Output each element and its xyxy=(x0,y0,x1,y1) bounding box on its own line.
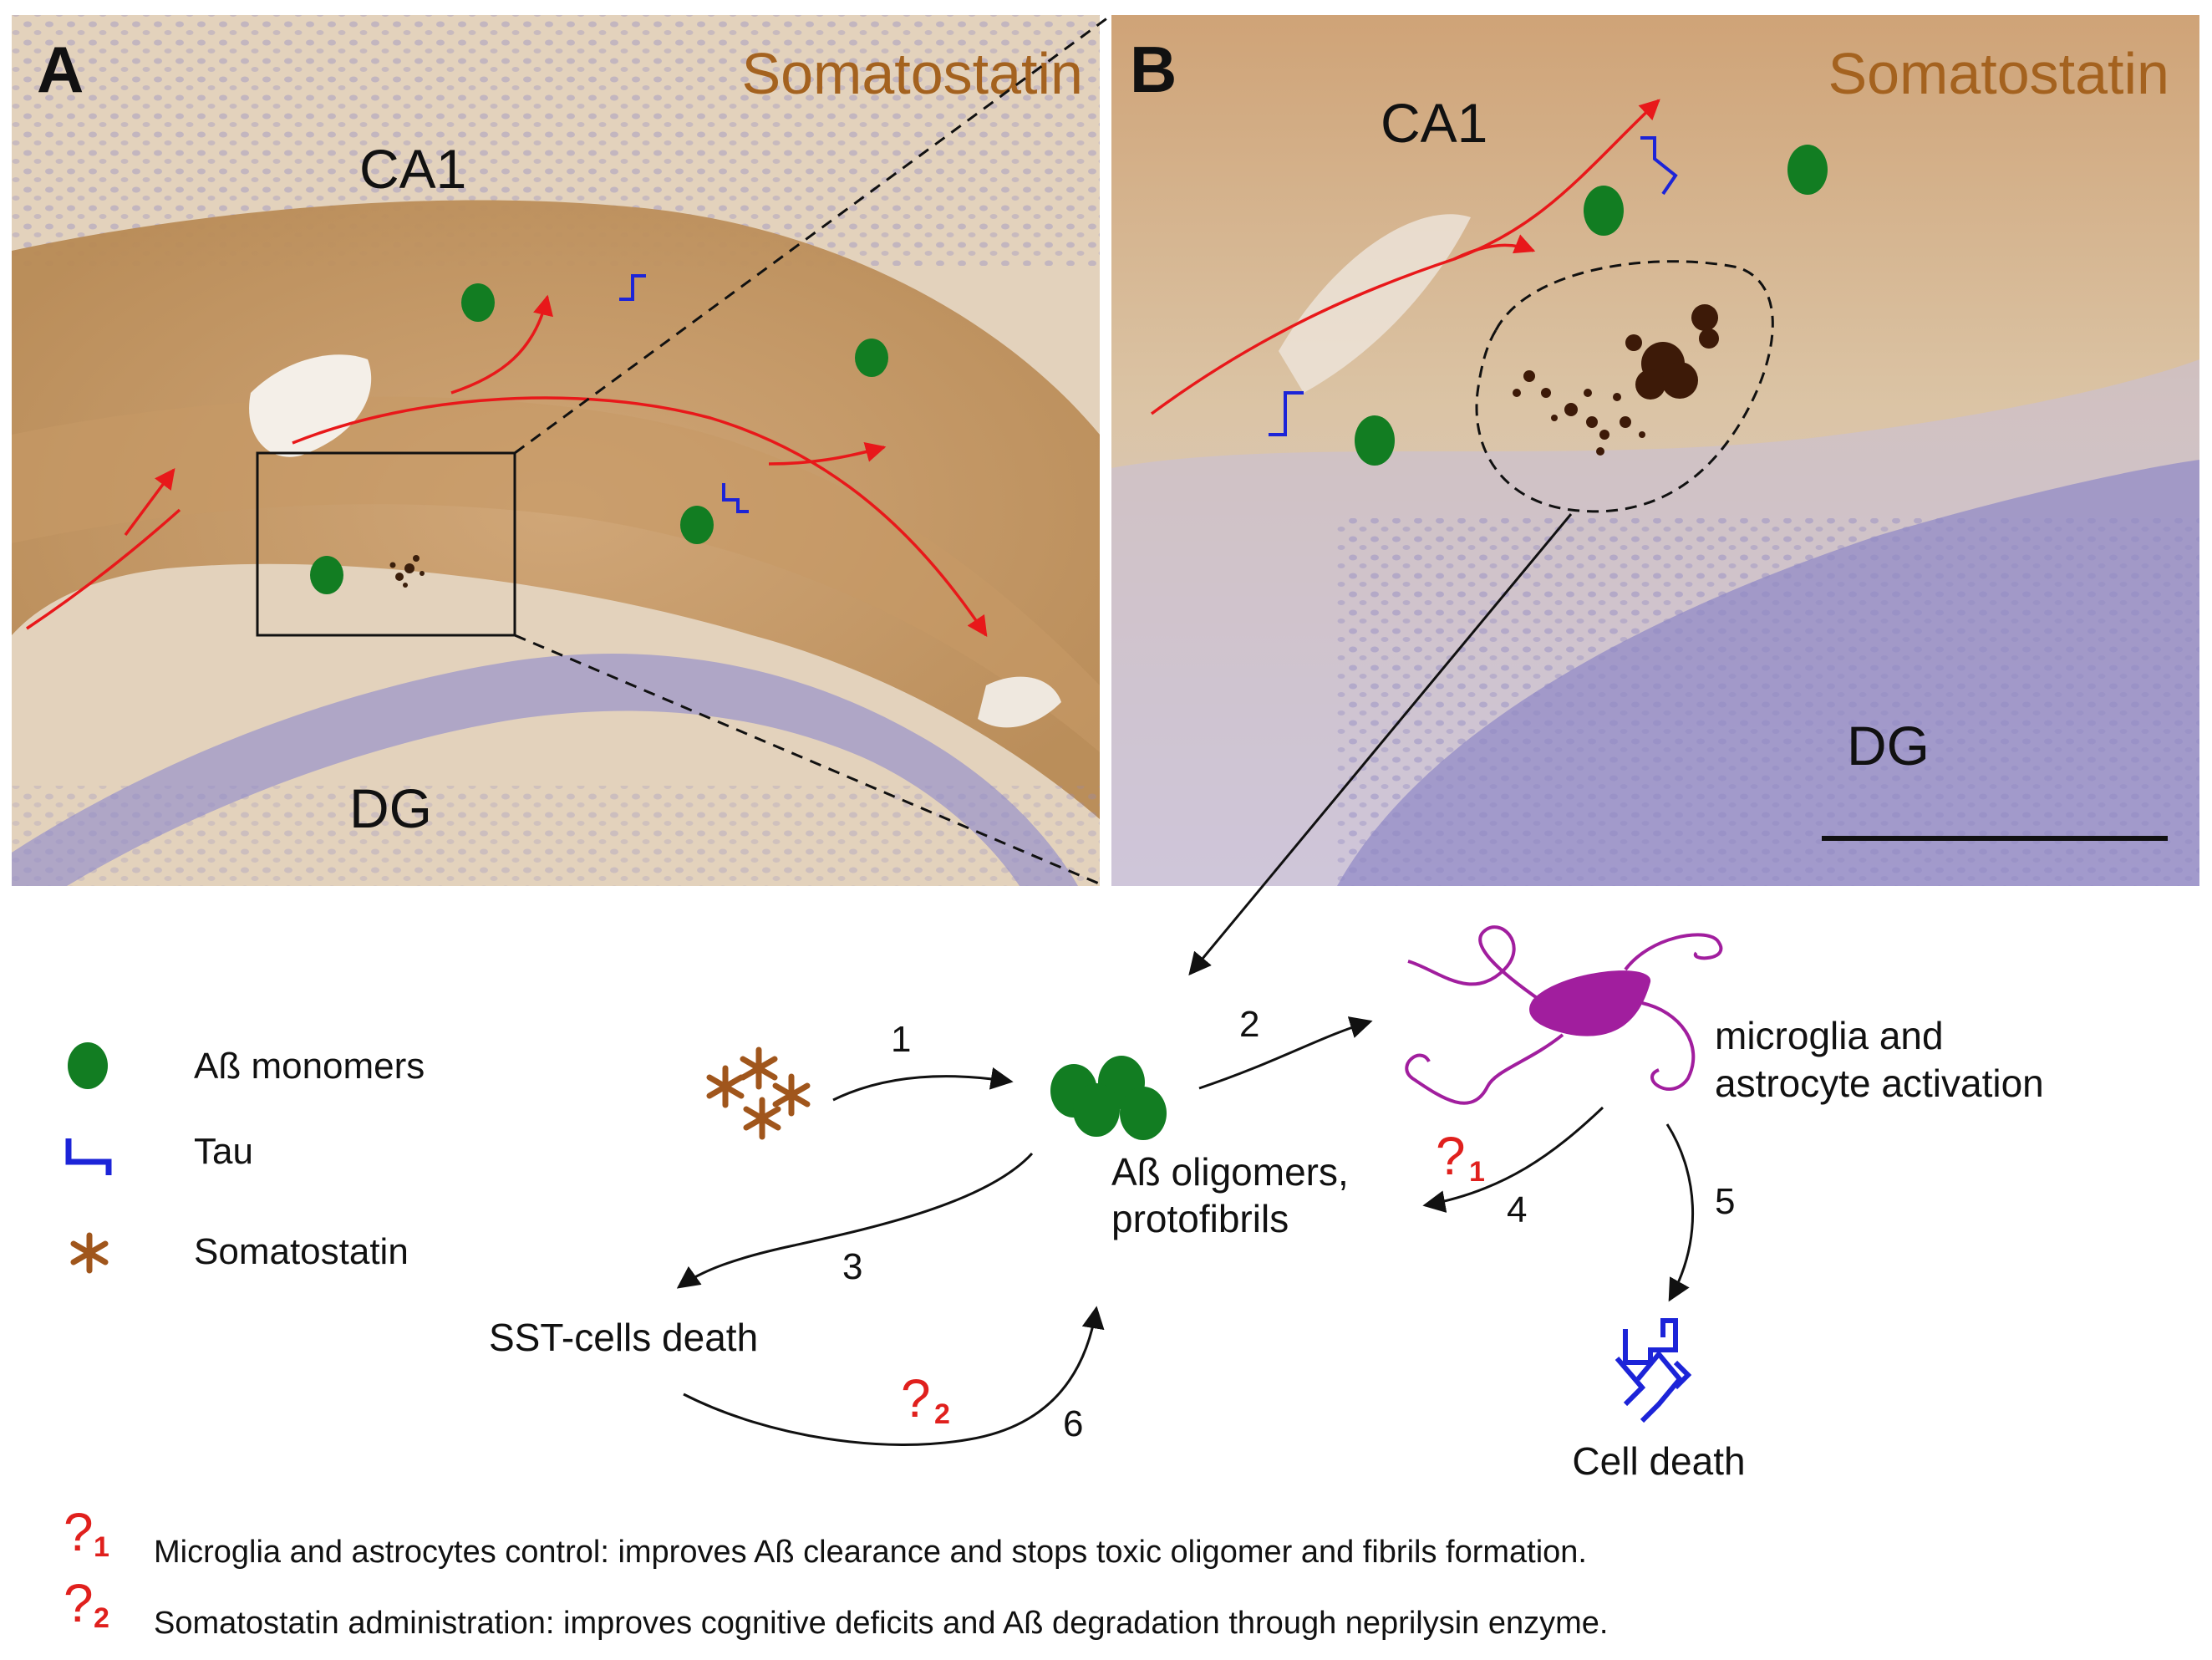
panel-a-inner-band xyxy=(12,396,1100,752)
footnote-1-mark: ? xyxy=(64,1502,94,1562)
panel-b-tau-icon xyxy=(1640,136,1678,196)
panel-a-ca1-label: CA1 xyxy=(359,138,466,200)
panel-a: A Somatostatin CA1 DG xyxy=(12,15,1100,886)
panel-b-stain-title: Somatostatin xyxy=(1828,41,2169,106)
panel-a-plaque xyxy=(389,555,425,588)
panel-a-tau-icon xyxy=(722,483,749,513)
panel-a-dg-granule-layer xyxy=(12,654,1078,886)
mechanism-diagram: Aß oligomers, protofibrils microglia and… xyxy=(489,925,2044,1483)
oligomer-cluster-icon xyxy=(1050,1056,1167,1140)
arrow-1 xyxy=(832,1067,1014,1102)
arrow-2 xyxy=(1198,1016,1373,1090)
footnote-1-sub: 1 xyxy=(94,1531,109,1563)
zoom-line-bottom xyxy=(514,634,1106,888)
panel-b-red-arrow-branch xyxy=(1453,234,1536,261)
legend-tau-label: Tau xyxy=(194,1131,253,1172)
step-4: 4 xyxy=(1507,1189,1527,1230)
panel-a-tau-icon xyxy=(619,274,646,301)
panel-a-dg-label: DG xyxy=(349,777,432,839)
panel-a-vessel-2 xyxy=(978,676,1061,728)
panel-a-red-path-entry xyxy=(26,508,181,630)
step-1: 1 xyxy=(891,1019,911,1060)
legend: Aß monomers Tau Somatostatin xyxy=(65,1042,425,1274)
question-1-sub: 1 xyxy=(1469,1156,1485,1188)
panel-b-monomer xyxy=(1584,186,1624,236)
panel-a-nuclei-bottom xyxy=(12,786,1100,886)
tau-tangle-icon xyxy=(1615,1318,1692,1423)
panel-a-inset-box xyxy=(256,451,516,637)
panel-a-red-arrow-branch xyxy=(768,441,887,466)
panel-a-monomer xyxy=(310,556,343,594)
footnote-2-sub: 2 xyxy=(94,1602,109,1634)
panel-a-stain-title: Somatostatin xyxy=(741,41,1083,106)
panel-a-monomer xyxy=(680,506,714,544)
oligomers-label-line2: protofibrils xyxy=(1111,1197,1289,1240)
panel-a-monomer xyxy=(461,283,495,322)
question-2-mark: ? xyxy=(901,1368,931,1428)
cell-death-label: Cell death xyxy=(1572,1439,1745,1483)
footnotes: ? 1 Microglia and astrocytes control: im… xyxy=(64,1502,1608,1641)
panel-b-monomer xyxy=(1355,415,1395,466)
oligomers-label-line1: Aß oligomers, xyxy=(1111,1150,1349,1194)
question-1-mark: ? xyxy=(1436,1126,1466,1186)
panel-a-red-arrow-main xyxy=(292,396,988,638)
legend-tau-icon xyxy=(65,1138,112,1175)
microglia-icon xyxy=(1405,925,1723,1105)
step-3: 3 xyxy=(842,1246,862,1287)
arrow-4 xyxy=(1422,1106,1604,1213)
panel-b-ca1-label: CA1 xyxy=(1381,92,1487,154)
legend-monomer-icon xyxy=(68,1042,108,1089)
panel-b-label: B xyxy=(1130,33,1177,106)
panel-b-dg-label: DG xyxy=(1847,715,1930,777)
step-6: 6 xyxy=(1063,1403,1083,1444)
plaque-to-oligomers-arrow xyxy=(1188,513,1573,976)
footnote-1-text: Microglia and astrocytes control: improv… xyxy=(154,1535,1587,1570)
panel-b-red-arrow-up xyxy=(1150,99,1660,415)
panel-b-vessel xyxy=(1279,214,1471,393)
arrow-6 xyxy=(683,1306,1105,1446)
step-2: 2 xyxy=(1239,1004,1259,1045)
arrow-5 xyxy=(1665,1123,1695,1302)
glia-label-line1: microglia and xyxy=(1715,1014,1944,1057)
step-5: 5 xyxy=(1715,1181,1735,1222)
panel-b-nuclei xyxy=(1337,518,2199,886)
panel-b-monomer xyxy=(1787,145,1828,195)
panel-b-tau-icon xyxy=(1269,391,1304,436)
legend-somatostatin-label: Somatostatin xyxy=(194,1231,409,1272)
panel-a-monomer xyxy=(855,339,888,377)
zoom-line-top xyxy=(514,13,1112,455)
sst-death-label: SST-cells death xyxy=(489,1316,758,1359)
glia-label-line2: astrocyte activation xyxy=(1715,1062,2044,1105)
footnote-2-text: Somatostatin administration: improves co… xyxy=(154,1606,1608,1641)
panel-a-red-arrow-up xyxy=(450,294,553,395)
panel-a-red-arrow-1 xyxy=(124,468,175,537)
question-2-sub: 2 xyxy=(934,1398,950,1430)
legend-monomers-label: Aß monomers xyxy=(194,1046,425,1087)
legend-somatostatin-icon xyxy=(70,1232,109,1274)
panel-a-vessel xyxy=(249,354,372,457)
panel-a-label: A xyxy=(37,33,84,106)
panel-b-plaque-outline xyxy=(1475,260,1774,513)
panel-b-plaque xyxy=(1513,304,1719,456)
somatostatin-cluster-icon xyxy=(706,1046,811,1140)
panel-b: B Somatostatin CA1 DG xyxy=(1111,15,2199,886)
footnote-2-mark: ? xyxy=(64,1573,94,1633)
arrow-3 xyxy=(676,1152,1034,1289)
